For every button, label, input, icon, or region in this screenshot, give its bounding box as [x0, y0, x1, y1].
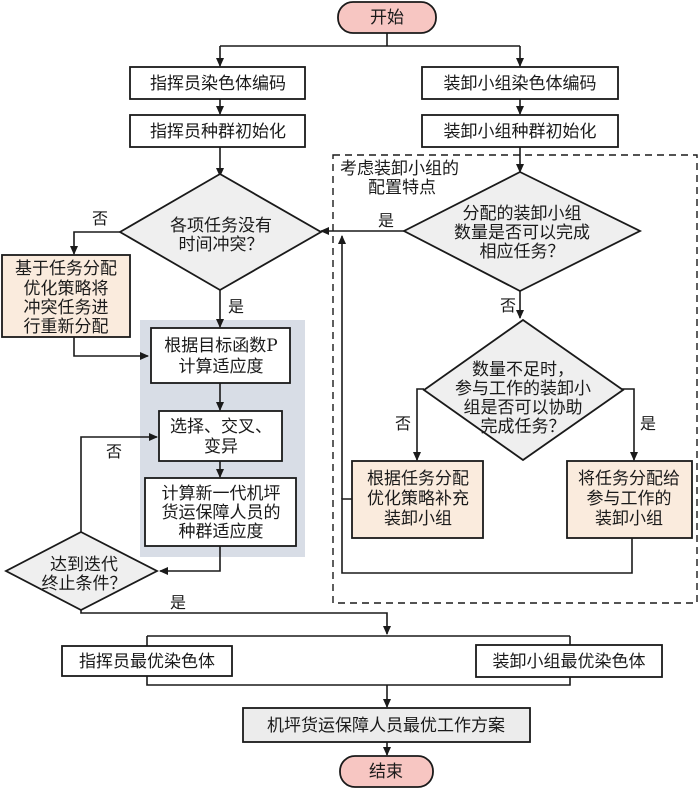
team-count-line-3: 相应任务？ — [480, 242, 565, 262]
assign-team-line-2: 参与工作的 — [587, 489, 672, 509]
team-assist-line-1: 数量不足时， — [472, 360, 574, 380]
edge-label-conflict-yes: 是 — [228, 297, 244, 316]
edge-label-count-no: 否 — [500, 296, 516, 315]
end-terminal: 结束 — [339, 755, 434, 788]
team-config-label-2: 配置特点 — [368, 178, 436, 198]
team-encode-label: 装卸小组染色体编码 — [444, 74, 597, 94]
assign-team-line-3: 装卸小组 — [595, 509, 663, 529]
reassign-line-3: 冲突任务进 — [24, 298, 109, 318]
iteration-check-decision: 达到迭代 终止条件？ — [4, 530, 159, 612]
genetic-ops-line-2: 变异 — [204, 437, 238, 457]
fitness-calc-line-1: 根据目标函数P — [164, 336, 277, 356]
commander-best-box: 指挥员最优染色体 — [61, 645, 233, 677]
team-init-label: 装卸小组种群初始化 — [444, 122, 597, 142]
commander-init-label: 指挥员种群初始化 — [150, 122, 286, 142]
iteration-check-line-2: 终止条件？ — [42, 574, 127, 594]
final-plan-box: 机坪货运保障人员最优工作方案 — [242, 707, 531, 743]
team-assist-line-2: 参与工作的装卸小 — [455, 379, 591, 399]
team-assist-decision: 数量不足时， 参与工作的装卸小 组是否可以协助 完成任务？ — [422, 318, 625, 462]
supplement-team-line-1: 根据任务分配 — [367, 469, 469, 489]
conflict-check-decision: 各项任务没有 时间冲突？ — [118, 172, 323, 292]
final-plan-label: 机坪货运保障人员最优工作方案 — [267, 716, 505, 736]
team-config-label-1: 考虑装卸小组的 — [340, 159, 459, 179]
iteration-check-line-1: 达到迭代 — [50, 555, 118, 575]
reassign-box: 基于任务分配 优化策略将 冲突任务进 行重新分配 — [1, 254, 131, 338]
team-assist-line-4: 完成任务？ — [481, 417, 566, 437]
conflict-check-line-1: 各项任务没有 — [170, 216, 272, 236]
team-best-label: 装卸小组最优染色体 — [493, 652, 646, 672]
start-label: 开始 — [370, 8, 404, 28]
edge-label-conflict-no: 否 — [92, 209, 108, 228]
assign-team-line-1: 将任务分配给 — [578, 469, 680, 489]
fitness-calc-line-2: 计算适应度 — [179, 357, 264, 377]
genetic-ops-box: 选择、交叉、 变异 — [158, 410, 283, 462]
team-encode-box: 装卸小组染色体编码 — [421, 66, 619, 100]
reassign-line-1: 基于任务分配 — [15, 259, 117, 279]
edge-label-count-yes: 是 — [378, 211, 394, 230]
new-gen-line-1: 计算新一代机坪 — [162, 484, 281, 504]
edge-label-assist-yes: 是 — [640, 414, 656, 433]
team-init-box: 装卸小组种群初始化 — [421, 114, 619, 148]
commander-init-box: 指挥员种群初始化 — [129, 114, 306, 148]
team-config-region — [332, 154, 698, 604]
fitness-calc-box: 根据目标函数P 计算适应度 — [150, 327, 291, 384]
assign-to-team-box: 将任务分配给 参与工作的 装卸小组 — [566, 460, 693, 539]
team-assist-line-3: 组是否可以协助 — [464, 398, 583, 418]
genetic-ops-line-1: 选择、交叉、 — [170, 417, 272, 437]
team-count-line-2: 数量是否可以完成 — [454, 223, 590, 243]
commander-best-label: 指挥员最优染色体 — [79, 652, 215, 672]
conflict-check-line-2: 时间冲突？ — [179, 235, 264, 255]
start-terminal: 开始 — [337, 1, 437, 34]
connectors — [70, 33, 638, 756]
new-gen-line-2: 货运保障人员的 — [162, 503, 281, 523]
edge-label-assist-no: 否 — [395, 414, 411, 433]
commander-encode-label: 指挥员染色体编码 — [150, 74, 286, 94]
supplement-team-line-2: 优化策略补充 — [367, 489, 469, 509]
new-gen-fitness-box: 计算新一代机坪 货运保障人员的 种群适应度 — [144, 477, 297, 547]
supplement-team-box: 根据任务分配 优化策略补充 装卸小组 — [351, 460, 484, 539]
team-count-decision: 分配的装卸小组 数量是否可以完成 相应任务？ — [402, 170, 643, 293]
commander-encode-box: 指挥员染色体编码 — [129, 66, 306, 100]
end-label: 结束 — [369, 762, 403, 782]
reassign-line-4: 行重新分配 — [24, 317, 109, 337]
edge-label-iter-no: 否 — [106, 442, 122, 461]
supplement-team-line-3: 装卸小组 — [384, 509, 452, 529]
new-gen-line-3: 种群适应度 — [179, 522, 264, 542]
team-best-box: 装卸小组最优染色体 — [475, 644, 663, 678]
reassign-line-2: 优化策略将 — [24, 279, 109, 299]
edge-label-iter-yes: 是 — [170, 593, 186, 612]
team-count-line-1: 分配的装卸小组 — [463, 204, 582, 224]
